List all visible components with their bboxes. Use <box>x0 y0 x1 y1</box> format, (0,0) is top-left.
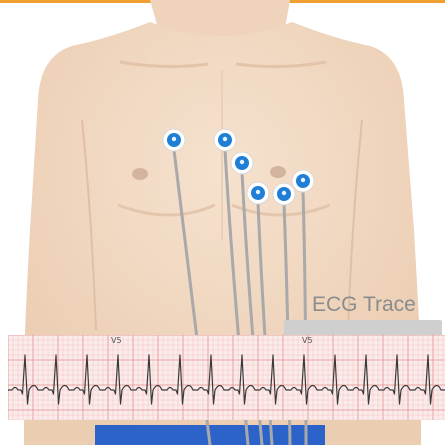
electrode-v3-icon <box>231 152 253 174</box>
left-nipple <box>132 168 148 180</box>
electrode-v2-icon <box>214 129 236 151</box>
ecg-strip <box>8 335 445 420</box>
electrode-v4-icon <box>247 182 269 204</box>
electrode-v5-icon <box>273 183 295 205</box>
lead-label-1: V5 <box>111 336 122 345</box>
trace-panel-title: ECG Trace <box>312 292 444 318</box>
lead-label-2: V5 <box>302 336 313 345</box>
electrode-v6-icon <box>292 170 314 192</box>
electrode-v1-icon <box>163 129 185 151</box>
right-nipple <box>270 166 286 178</box>
